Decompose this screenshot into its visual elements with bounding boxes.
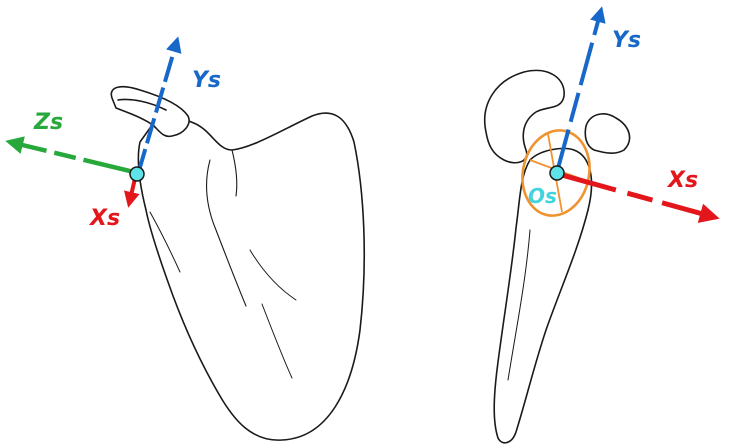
left-ys-label: Ys — [192, 70, 221, 92]
right-ys-label: Ys — [612, 30, 641, 52]
left-zs-label: Zs — [34, 112, 63, 134]
right-scapula — [485, 70, 630, 442]
right-coracoid — [585, 114, 629, 153]
left-origin-point — [130, 167, 144, 181]
left-xs-label: Xs — [90, 208, 120, 230]
right-xs-label: Xs — [668, 170, 698, 192]
left-scapula-blade — [138, 113, 364, 440]
left-z-axis — [14, 143, 134, 172]
right-os-label: Os — [528, 186, 557, 206]
right-origin-point — [550, 166, 564, 180]
